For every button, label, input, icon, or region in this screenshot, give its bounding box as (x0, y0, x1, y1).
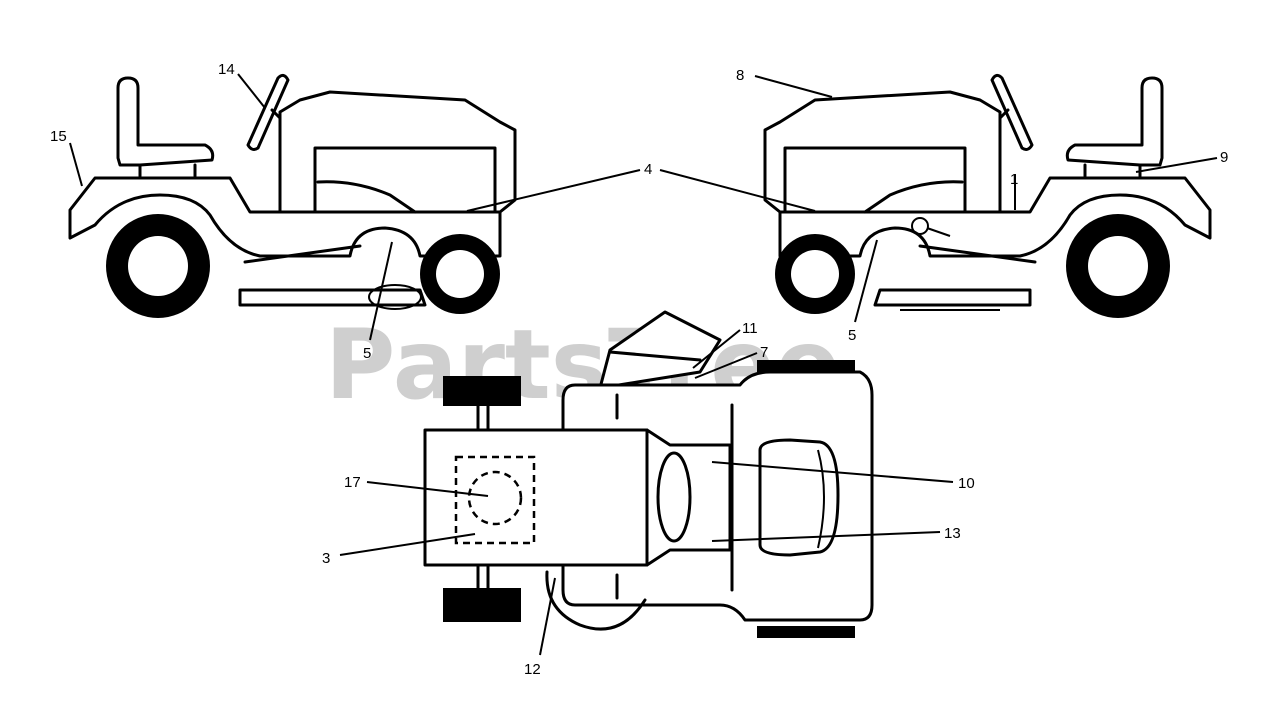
tractor-top-view (423, 310, 874, 638)
top-axles (476, 404, 490, 590)
right-fuel-cap-handle (926, 227, 951, 237)
right-seat (1065, 76, 1164, 167)
top-left-rear-wheel (443, 588, 521, 622)
left-body (68, 176, 502, 258)
right-steering-wheel (990, 73, 1034, 151)
callout-5-right: 5 (848, 327, 856, 344)
left-rear-hub (128, 236, 188, 296)
right-lift-lever (918, 244, 1037, 264)
leader-15 (69, 142, 83, 187)
right-rear-hub (1088, 236, 1148, 296)
right-fuel-cap (911, 217, 929, 235)
callout-4: 4 (644, 161, 652, 178)
top-right-front-wheel (757, 360, 855, 372)
left-hood-panel (313, 146, 497, 214)
leader-17 (366, 481, 489, 497)
leader-11 (692, 329, 741, 369)
callout-13: 13 (944, 525, 961, 542)
leader-4-left (466, 169, 641, 212)
leader-5-right (854, 239, 878, 323)
callout-1: 1 (1010, 171, 1018, 188)
right-tractor-side-view (763, 73, 1212, 318)
right-mower-deck (873, 288, 1032, 307)
top-discharge-chute (598, 310, 722, 390)
leader-13 (711, 531, 941, 542)
top-right-rear-wheel (757, 626, 855, 638)
left-chute (368, 284, 422, 310)
right-seat-post (1083, 163, 1142, 178)
right-body (778, 176, 1212, 258)
top-hood-decal-circle (467, 470, 523, 526)
callout-8: 8 (736, 67, 744, 84)
leader-8 (754, 75, 833, 98)
leader-5-left (369, 241, 393, 341)
callout-7: 7 (760, 344, 768, 361)
leader-lines (69, 73, 1218, 656)
callout-14: 14 (218, 61, 235, 78)
left-steering-wheel (246, 73, 290, 151)
left-mower-deck (238, 288, 427, 307)
left-seat-post (138, 163, 197, 178)
callout-17: 17 (344, 474, 361, 491)
top-hood-decal-zone (454, 455, 536, 545)
left-front-hub (436, 250, 484, 298)
top-hood (423, 428, 732, 567)
callout-3: 3 (322, 550, 330, 567)
top-seat (758, 438, 840, 557)
right-hood-curve (863, 180, 964, 214)
top-chute-seam (608, 350, 702, 362)
callout-9: 9 (1220, 149, 1228, 166)
right-hood-panel (783, 146, 967, 214)
right-front-hub (791, 250, 839, 298)
left-tractor-side-view (68, 73, 517, 318)
callout-15: 15 (50, 128, 67, 145)
left-lift-lever (243, 244, 362, 264)
callout-12: 12 (524, 661, 541, 678)
top-side-guard (545, 570, 647, 631)
leader-10 (711, 461, 954, 483)
callout-10: 10 (958, 475, 975, 492)
top-dash (656, 451, 692, 543)
top-left-front-wheel (443, 376, 521, 406)
left-seat (116, 76, 215, 167)
leader-4-right (659, 169, 816, 212)
callout-11: 11 (742, 320, 758, 337)
callout-5-left: 5 (363, 345, 371, 362)
leader-7 (694, 352, 758, 379)
leader-9 (1135, 157, 1218, 173)
leader-14 (237, 73, 266, 109)
callout-labels: 14 15 4 5 8 9 1 5 11 7 17 3 10 13 12 (50, 61, 1228, 678)
leader-12 (539, 577, 556, 656)
leader-3 (339, 533, 476, 556)
left-hood-curve (316, 180, 417, 214)
